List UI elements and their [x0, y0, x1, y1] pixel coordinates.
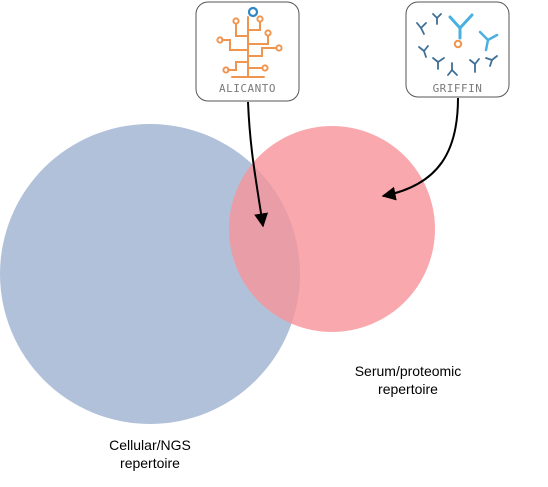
griffin-logo: GRIFFIN — [405, 1, 510, 98]
antibodies-icon — [416, 13, 499, 76]
alicanto-logo-text: ALICANTO — [219, 82, 276, 95]
cellular-ngs-label: Cellular/NGS repertoire — [90, 436, 210, 472]
griffin-arrow — [381, 97, 459, 201]
cellular-label-line-1: Cellular/NGS — [109, 437, 191, 453]
alicanto-logo: ALICANTO — [195, 1, 300, 102]
circuit-tree-icon — [216, 15, 283, 78]
serum-proteomic-circle — [229, 126, 435, 332]
cellular-label-line-2: repertoire — [120, 455, 180, 471]
griffin-logo-text: GRIFFIN — [433, 82, 483, 95]
serum-label-line-2: repertoire — [378, 381, 438, 397]
serum-proteomic-label: Serum/proteomic repertoire — [340, 362, 476, 398]
griffin-center-node — [453, 39, 463, 49]
cellular-ngs-circle — [0, 124, 300, 424]
serum-label-line-1: Serum/proteomic — [354, 363, 462, 379]
alicanto-arrow — [247, 101, 269, 228]
alicanto-top-node — [247, 6, 259, 18]
